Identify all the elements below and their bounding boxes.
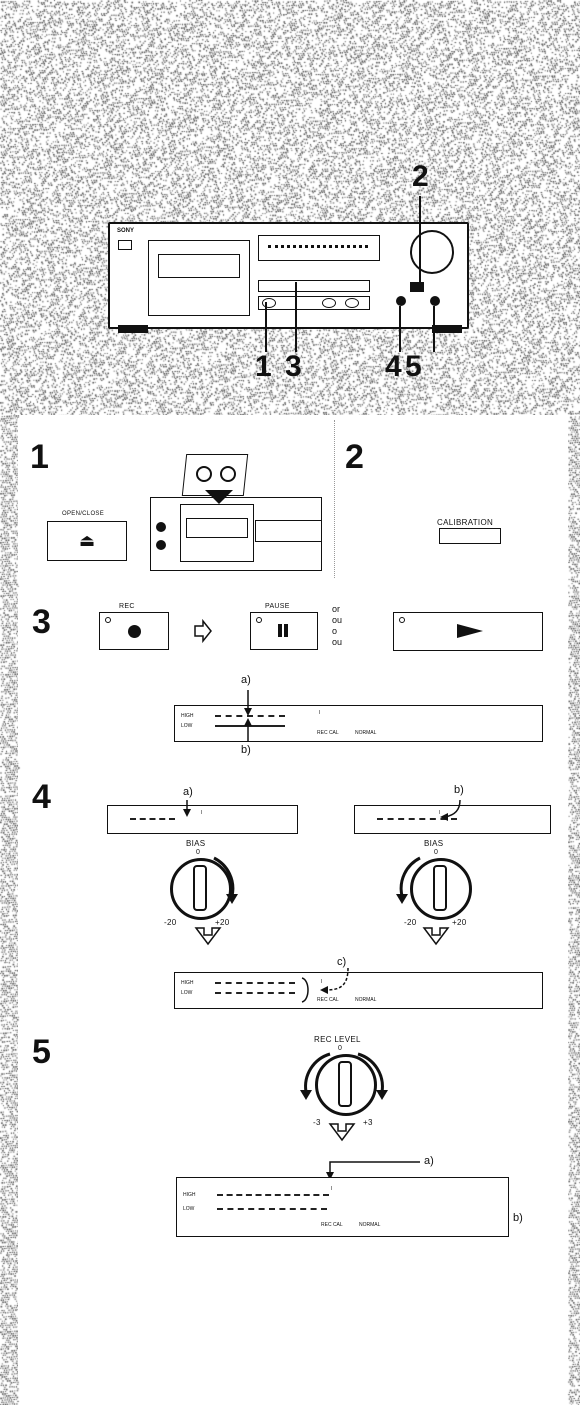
step5-tick: I	[331, 1186, 332, 1192]
annotation-b-step5: b)	[513, 1212, 523, 1224]
step5-low-label: LOW	[183, 1206, 194, 1212]
annotation-a-step5: a)	[424, 1155, 434, 1167]
step5-rec-cal: REC CAL	[321, 1222, 343, 1228]
step5-high-meter	[217, 1194, 329, 1196]
level-display-step5: HIGH LOW REC CAL NORMAL I	[176, 1177, 509, 1237]
step5-normal: NORMAL	[359, 1222, 380, 1228]
step5-low-meter	[217, 1208, 327, 1210]
step5-high-label: HIGH	[183, 1192, 196, 1198]
